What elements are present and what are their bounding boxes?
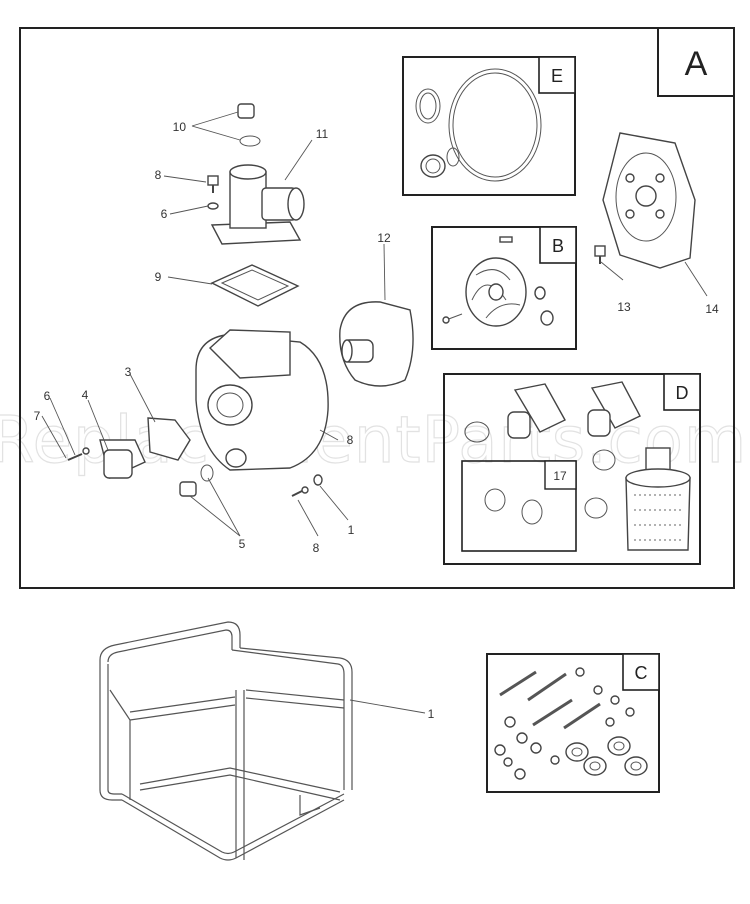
callout-11: 9 bbox=[155, 270, 162, 284]
bolt-8-top-icon bbox=[207, 175, 219, 210]
callout-8-lower: 8 bbox=[313, 541, 320, 555]
panel-e-frame bbox=[402, 56, 576, 196]
discharge-elbow-icon bbox=[210, 164, 305, 245]
callout-6-top: 6 bbox=[161, 207, 168, 221]
roll-cage-frame-icon bbox=[99, 621, 353, 861]
drain-plug-icon bbox=[179, 464, 214, 497]
panel-b-frame bbox=[431, 226, 577, 350]
bolt-7-icon bbox=[67, 447, 90, 461]
callout-15: 13 bbox=[617, 300, 631, 314]
panel-a-tag bbox=[657, 27, 735, 97]
volute-icon bbox=[339, 301, 414, 387]
bolt-15-icon bbox=[594, 245, 606, 264]
callout-9: 1 bbox=[348, 523, 355, 537]
panel-e-tag bbox=[538, 56, 576, 94]
seal-ring-set bbox=[415, 68, 542, 182]
main-panel-frame bbox=[19, 27, 735, 589]
callout-16: 14 bbox=[705, 302, 719, 316]
hose-fittings-icon bbox=[464, 381, 691, 551]
bolt-8-lower-icon bbox=[291, 474, 323, 497]
panel-b-tag bbox=[539, 226, 577, 264]
panel-c-frame bbox=[486, 653, 660, 793]
callout-3: 3 bbox=[125, 365, 132, 379]
suction-fitting-icon bbox=[99, 439, 146, 479]
gasket-3-icon bbox=[147, 417, 191, 461]
plug-12-icon bbox=[237, 103, 261, 147]
panel-17-tag bbox=[544, 460, 577, 490]
callout-12: 10 bbox=[173, 120, 187, 134]
impeller-icon bbox=[442, 236, 554, 327]
callout-14: 12 bbox=[377, 231, 391, 245]
panel-17-frame bbox=[461, 460, 577, 552]
panel-e-letter: E bbox=[551, 66, 563, 86]
callout-10: 8 bbox=[347, 433, 354, 447]
callout-4: 4 bbox=[82, 388, 89, 402]
pump-housing-icon bbox=[195, 329, 329, 471]
gasket-icon bbox=[210, 264, 300, 307]
panel-c-letter: C bbox=[635, 663, 648, 683]
callout-5: 5 bbox=[239, 537, 246, 551]
callout-8-top: 8 bbox=[155, 168, 162, 182]
panel-a-letter: A bbox=[685, 45, 708, 83]
hardware-kit-icon bbox=[494, 667, 648, 780]
callout-1: 1 bbox=[428, 707, 435, 721]
panel-d-frame bbox=[443, 373, 701, 565]
panel-b-letter: B bbox=[552, 236, 564, 256]
panel-17-number: 17 bbox=[553, 469, 567, 483]
callout-13: 11 bbox=[316, 127, 329, 141]
callout-6-left: 6 bbox=[44, 389, 51, 403]
panel-d-letter: D bbox=[676, 383, 689, 403]
panel-d-tag bbox=[663, 373, 701, 411]
cover-plate-icon bbox=[602, 132, 696, 269]
leader-lines bbox=[41, 111, 708, 714]
callout-7: 7 bbox=[34, 409, 41, 423]
panel-c-tag bbox=[622, 653, 660, 691]
